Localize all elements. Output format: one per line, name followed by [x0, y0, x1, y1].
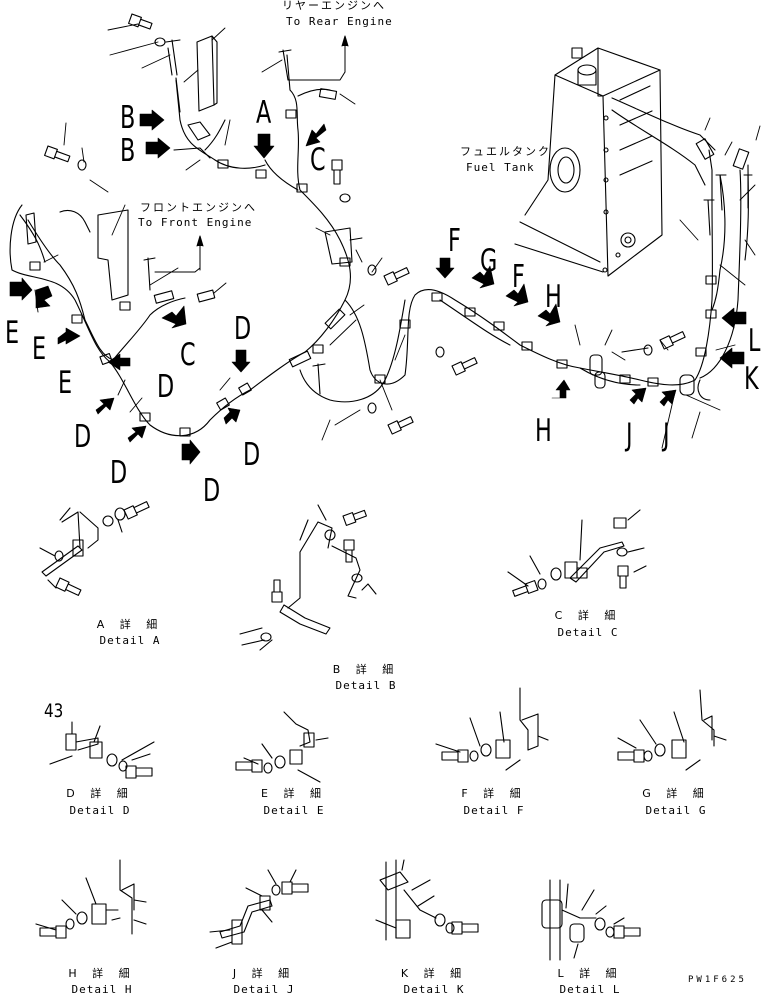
to-rear-engine-label-jp: リヤーエンジンへ [282, 0, 386, 12]
detail-g-drawing [617, 689, 727, 771]
detail-b-caption-jp: B 詳 細 [332, 663, 400, 676]
view-letter: D [74, 419, 92, 455]
detail-j-drawing [209, 869, 309, 949]
detail-f-caption-jp: F 詳 細 [461, 787, 527, 800]
detail-c-drawing [507, 509, 647, 597]
detail-c-caption-jp: C 詳 細 [554, 609, 622, 622]
detail-k-caption-jp: K 詳 細 [400, 967, 468, 980]
detail-l-caption-en: Detail L [559, 983, 621, 996]
detail-k-drawing [375, 859, 479, 941]
detail-l-drawing [541, 879, 641, 961]
view-letter: H [535, 413, 552, 449]
view-letter: B [120, 100, 136, 136]
detail-a-caption-jp: A 詳 細 [96, 618, 164, 631]
view-letter: D [110, 455, 128, 491]
view-letter: C [310, 142, 326, 178]
fuel-tank [514, 47, 663, 277]
view-letter: A [256, 95, 272, 131]
engine-callout-arrows [154, 35, 349, 273]
view-letter: H [545, 279, 562, 315]
detail-d-caption-en: Detail D [69, 804, 131, 817]
view-letter: J [663, 417, 670, 453]
view-letter: D [157, 369, 175, 405]
detail-j-caption-jp: J 詳 細 [232, 967, 296, 980]
view-letter: E [32, 331, 47, 367]
detail-d-drawing [49, 721, 155, 779]
detail-h-caption-en: Detail H [71, 983, 133, 996]
detail-j-caption-en: Detail J [233, 983, 295, 996]
view-arrows [9, 109, 747, 465]
detail-e-caption-jp: E 詳 細 [261, 787, 327, 800]
detail-g-caption-jp: G 詳 細 [642, 787, 710, 800]
detail-e-drawing [235, 711, 329, 783]
detail-b-drawing [239, 504, 377, 651]
loose-parts [25, 13, 753, 435]
view-letter: F [448, 223, 461, 259]
detail-e-caption-en: Detail E [263, 804, 325, 817]
view-letter: D [243, 437, 261, 473]
view-letter: D [234, 311, 252, 347]
detail-a-caption-en: Detail A [99, 634, 161, 647]
detail-h-drawing [35, 859, 147, 939]
part-number-label: 43 [44, 700, 64, 722]
detail-k-caption-en: Detail K [403, 983, 465, 996]
to-front-engine-label-jp: フロントエンジンへ [140, 201, 257, 214]
leader-lines [34, 23, 761, 449]
view-letter: K [744, 361, 759, 397]
detail-b-caption-en: Detail B [335, 679, 397, 692]
view-letter: E [58, 365, 73, 401]
view-letter: E [5, 315, 20, 351]
to-rear-engine-label-en: To Rear Engine [286, 15, 393, 28]
detail-l-caption-jp: L 詳 細 [557, 967, 623, 980]
to-front-engine-label-en: To Front Engine [138, 216, 253, 229]
view-letter: J [626, 417, 633, 453]
view-letter: B [120, 133, 136, 169]
detail-g-caption-en: Detail G [645, 804, 707, 817]
detail-d-caption-jp: D 詳 細 [66, 787, 134, 800]
drawing-code: PW1F625 [688, 975, 747, 985]
view-letter: G [480, 243, 498, 279]
view-letter: D [203, 473, 221, 509]
view-letter: L [748, 323, 761, 359]
detail-c-caption-en: Detail C [557, 626, 619, 639]
detail-f-drawing [435, 687, 549, 771]
fuel-tank-label-jp: フュエルタンク [460, 145, 551, 158]
fuel-tank-label-en: Fuel Tank [466, 161, 535, 174]
view-letter: C [180, 337, 196, 373]
detail-f-caption-en: Detail F [463, 804, 525, 817]
detail-h-caption-jp: H 詳 細 [68, 967, 136, 980]
detail-a-drawing [39, 501, 150, 596]
view-letter: F [512, 259, 525, 295]
